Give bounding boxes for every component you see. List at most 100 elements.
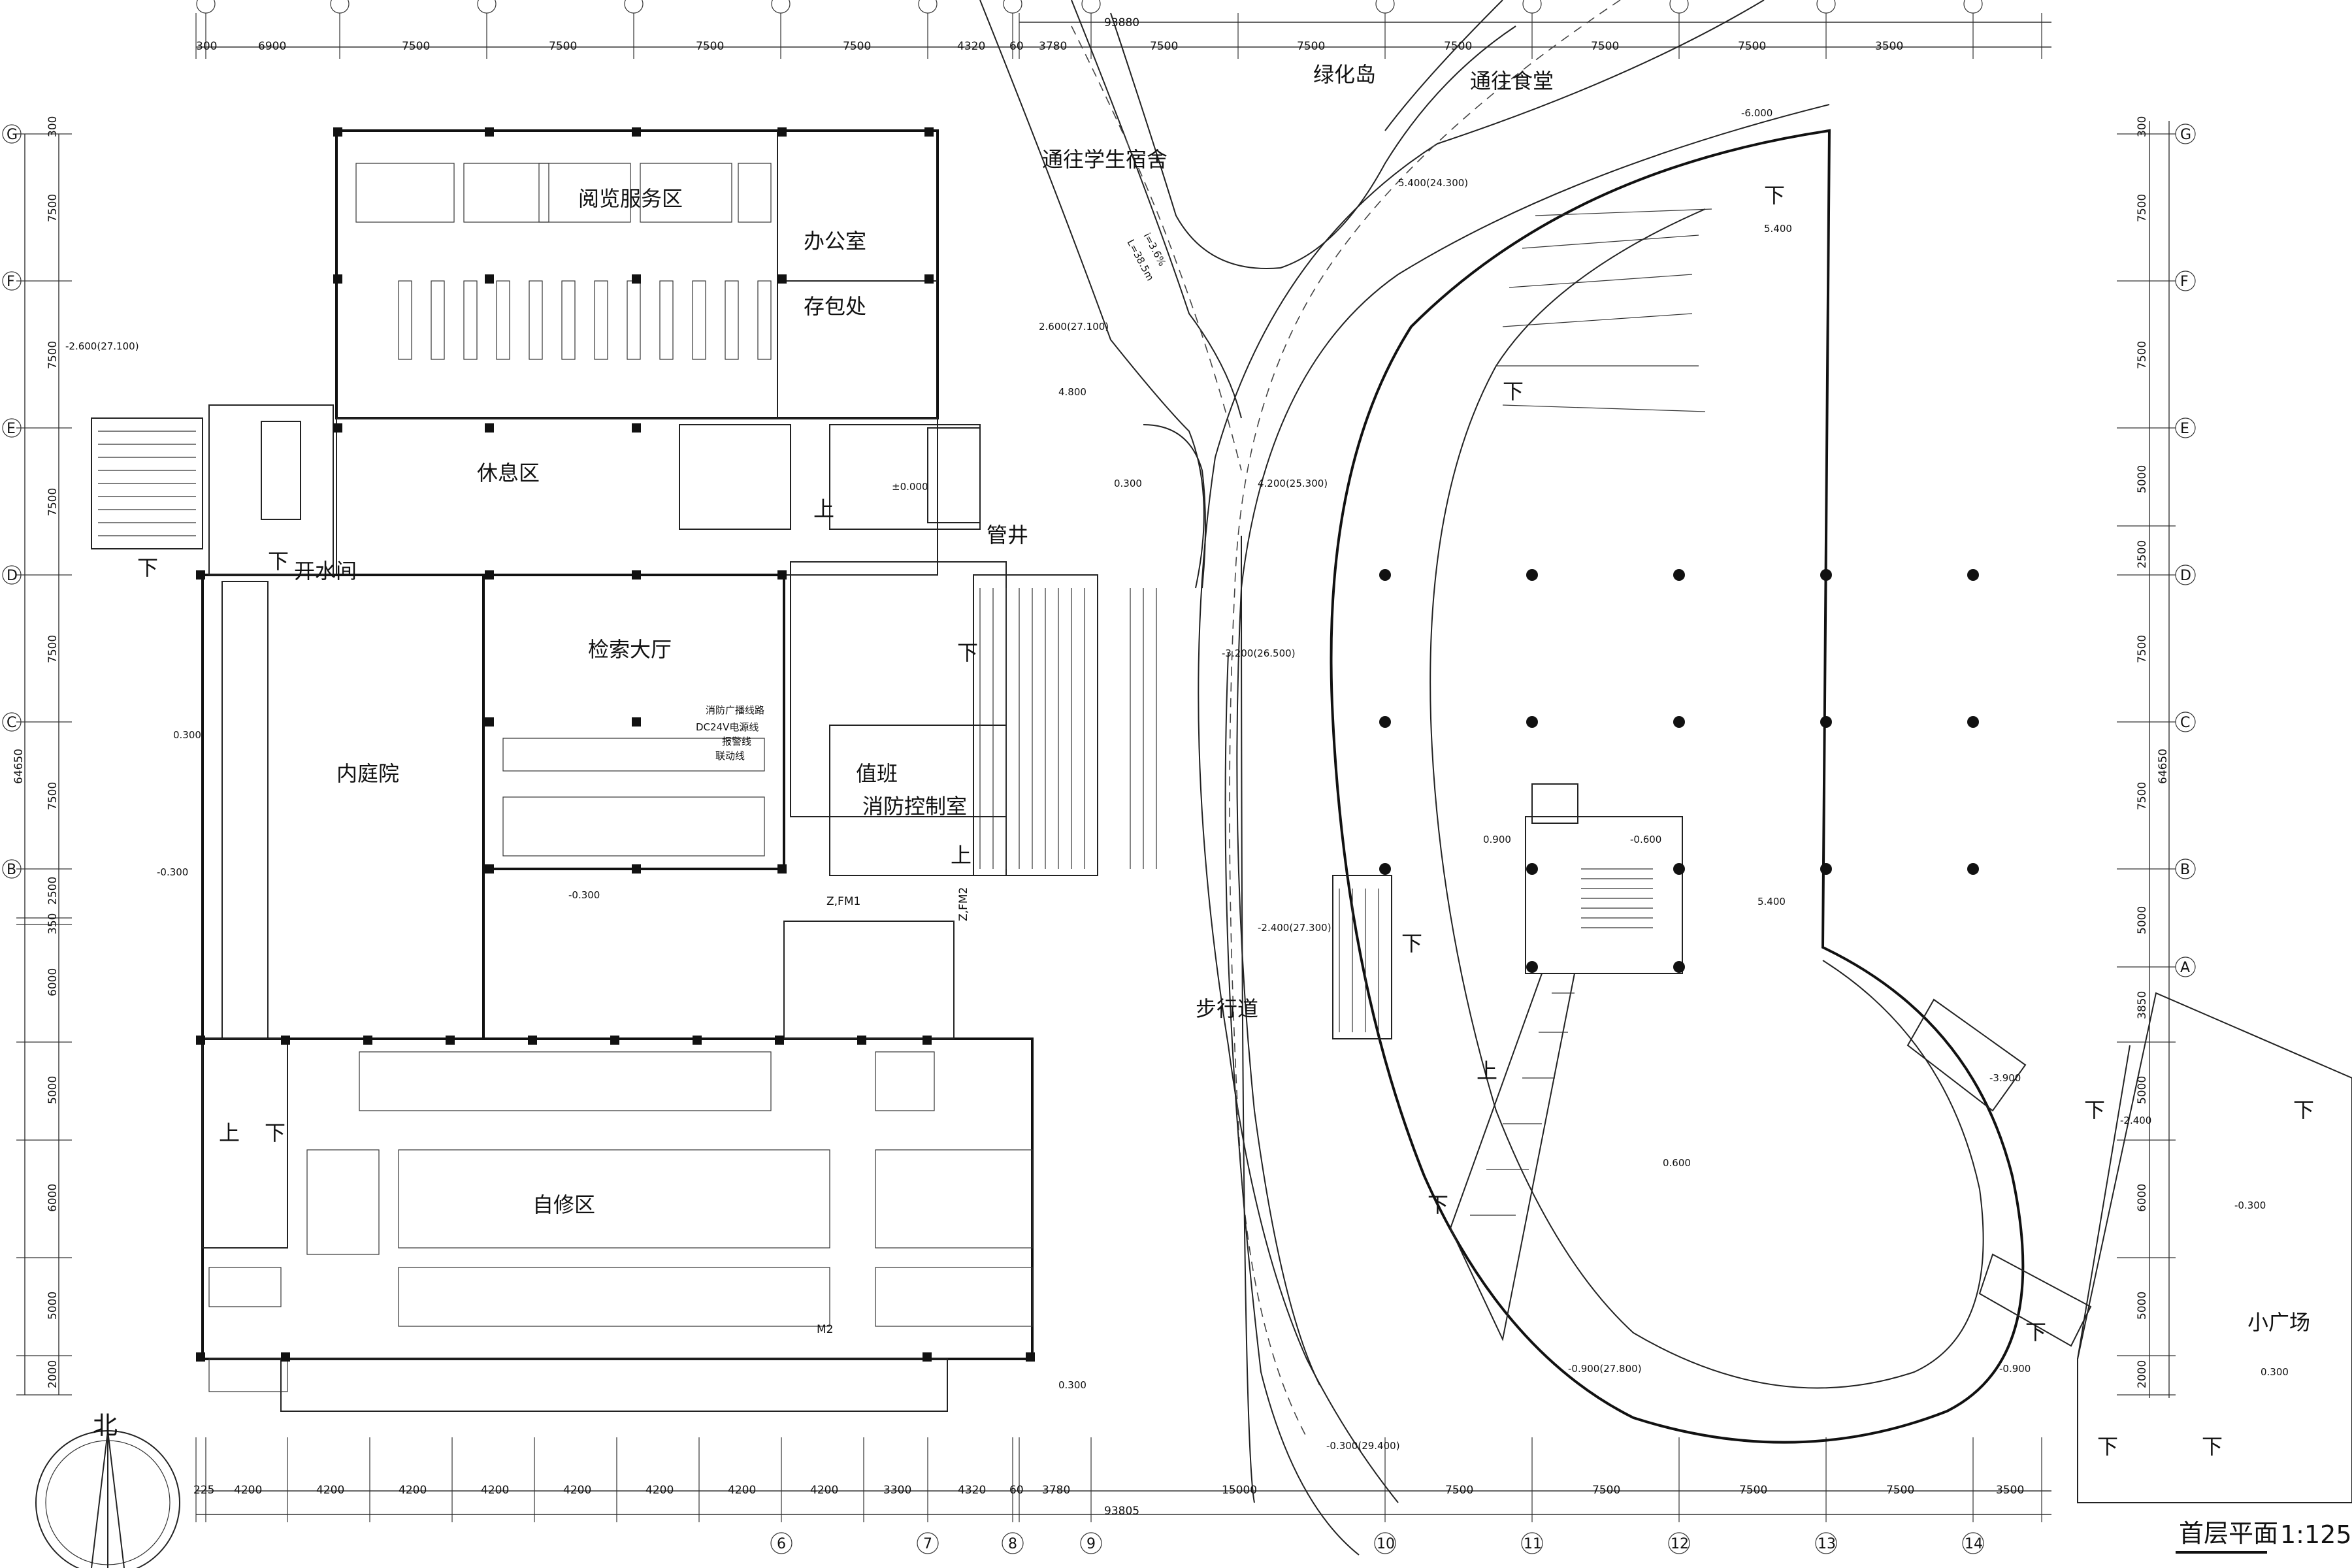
label-walkway: 步行道	[1196, 996, 1258, 1021]
label-down-11: 下	[2025, 1320, 2046, 1345]
level-mark-19: -0.900(27.800)	[1568, 1363, 1642, 1375]
label-fm1: Z,FM1	[826, 895, 860, 908]
reading-desks	[355, 163, 772, 360]
wiring-label-1: 消防广播线路	[706, 704, 764, 716]
label-down-3: 下	[957, 640, 978, 665]
level-mark-7: 4.200(25.300)	[1258, 478, 1328, 489]
label-down-7: 下	[1401, 931, 1422, 956]
label-down-9: 下	[2084, 1098, 2105, 1122]
dim-right-4: 5000	[2136, 465, 2149, 493]
north-label: 北	[93, 1411, 118, 1440]
level-mark-8: -3.200(26.500)	[1222, 647, 1296, 659]
wiring-label-2: DC24V电源线	[696, 721, 759, 733]
axis-right-b: B	[2180, 862, 2190, 878]
dim-bottom-10: 3300	[883, 1484, 911, 1497]
west-stair	[91, 417, 203, 549]
label-down-5: 下	[1764, 183, 1785, 208]
dim-bottom-8: 4200	[728, 1484, 756, 1497]
level-mark-21: -0.300(29.400)	[1326, 1440, 1400, 1452]
dim-bottom-15: 7500	[1445, 1484, 1473, 1497]
axis-left-g: G	[7, 127, 18, 143]
axis-bottom-12: 12	[1671, 1536, 1689, 1552]
library-columns	[196, 127, 1035, 1362]
axis-right-g: G	[2180, 127, 2191, 143]
level-mark-3: 4.800	[1058, 386, 1086, 398]
dim-top-15: 3500	[1875, 40, 1903, 53]
level-mark-10: -6.000	[1741, 107, 1772, 119]
dim-top-9: 3780	[1039, 40, 1067, 53]
label-fm2: Z,FM2	[957, 887, 970, 921]
label-down-6: 下	[1503, 379, 1524, 404]
dim-left-3: 7500	[46, 341, 59, 369]
level-mark-9: -2.400(27.300)	[1258, 922, 1331, 934]
dim-top-5: 7500	[696, 40, 724, 53]
dim-top-1: 300	[196, 40, 217, 53]
dim-bottom-7: 4200	[645, 1484, 674, 1497]
dim-bottom-16: 7500	[1592, 1484, 1620, 1497]
dim-top-4: 7500	[549, 40, 577, 53]
wiring-label-4: 联动线	[715, 750, 745, 762]
label-down-1: 下	[137, 555, 158, 580]
elevation-marks: -2.600(27.100) 2.600(27.100) 4.800 ±0.00…	[65, 107, 2289, 1452]
room-office: 办公室	[804, 229, 866, 253]
level-mark-5: 0.300	[1114, 478, 1142, 489]
level-mark-24: -0.300	[568, 889, 600, 901]
level-mark-18: -0.300	[2234, 1200, 2266, 1211]
room-self-study: 自修区	[532, 1192, 595, 1217]
level-mark-13: 0.900	[1483, 834, 1511, 845]
level-mark-11: 5.400	[1764, 223, 1792, 235]
level-mark-26: 0.300	[173, 729, 201, 741]
dim-right-1: 300	[2136, 116, 2149, 137]
axis-left-e: E	[7, 421, 16, 437]
dim-top-11: 7500	[1297, 40, 1325, 53]
dim-bottom-19: 3500	[1996, 1484, 2024, 1497]
label-up-1: 上	[813, 497, 834, 521]
oval-columns	[1379, 569, 1979, 973]
label-down-4: 下	[265, 1120, 286, 1145]
level-mark-12: 5.400	[1757, 896, 1786, 907]
dim-bottom-6: 4200	[563, 1484, 591, 1497]
dim-left-5: 7500	[46, 635, 59, 663]
dim-bottom-11: 4320	[958, 1484, 986, 1497]
drawing-scale: 1:125	[2280, 1520, 2352, 1549]
axis-bottom-7: 7	[923, 1536, 932, 1552]
dim-bottom-14: 15000	[1222, 1484, 1257, 1497]
dim-right-8: 5000	[2136, 906, 2149, 934]
dim-left-total: 64650	[12, 749, 25, 784]
axis-bottom-11: 11	[1524, 1536, 1542, 1552]
dim-top-total: 93880	[1104, 16, 1139, 29]
dim-right-10: 5000	[2136, 1076, 2149, 1104]
dim-left-11: 6000	[46, 1184, 59, 1212]
label-to-canteen: 通往食堂	[1470, 69, 1554, 93]
dim-left-4: 7500	[46, 488, 59, 516]
level-mark-20: -0.900	[1999, 1363, 2031, 1375]
left-dimension-chain: 300 7500 7500 7500 7500 7500 2500 350 60…	[12, 116, 72, 1396]
level-mark-15: 0.600	[1663, 1157, 1691, 1169]
dim-bottom-1: 225	[193, 1484, 214, 1497]
level-mark-14: -0.600	[1630, 834, 1661, 845]
room-pipe-shaft: 管井	[987, 523, 1028, 547]
bottom-axis-bubbles: 6 7 8 9 10 11 12 13 14	[770, 1532, 1984, 1554]
level-mark-25: -0.300	[157, 866, 188, 878]
level-mark-6: 5.400(24.300)	[1398, 177, 1468, 189]
dim-top-2: 6900	[258, 40, 286, 53]
axis-bottom-9: 9	[1086, 1536, 1096, 1552]
room-fire-control: 消防控制室	[862, 794, 967, 819]
axis-right-d: D	[2180, 568, 2191, 584]
level-mark-17: -2.400	[2120, 1115, 2151, 1126]
dim-right-6: 7500	[2136, 635, 2149, 663]
dim-left-7: 2500	[46, 877, 59, 905]
dim-right-7: 7500	[2136, 782, 2149, 810]
room-water: 开水间	[294, 559, 357, 583]
label-down-12: 下	[2097, 1434, 2118, 1459]
axis-bottom-14: 14	[1965, 1536, 1983, 1552]
dim-right-2: 7500	[2136, 194, 2149, 222]
axis-left-b: B	[7, 862, 16, 878]
dim-bottom-3: 4200	[316, 1484, 344, 1497]
axis-right-f: F	[2180, 274, 2189, 290]
level-mark-2: 2.600(27.100)	[1039, 321, 1109, 333]
right-dimension-chain: 300 7500 7500 5000 2500 7500 7500 5000 3…	[2117, 116, 2176, 1398]
room-reading-service: 阅览服务区	[578, 186, 683, 211]
dim-left-6: 7500	[46, 782, 59, 810]
